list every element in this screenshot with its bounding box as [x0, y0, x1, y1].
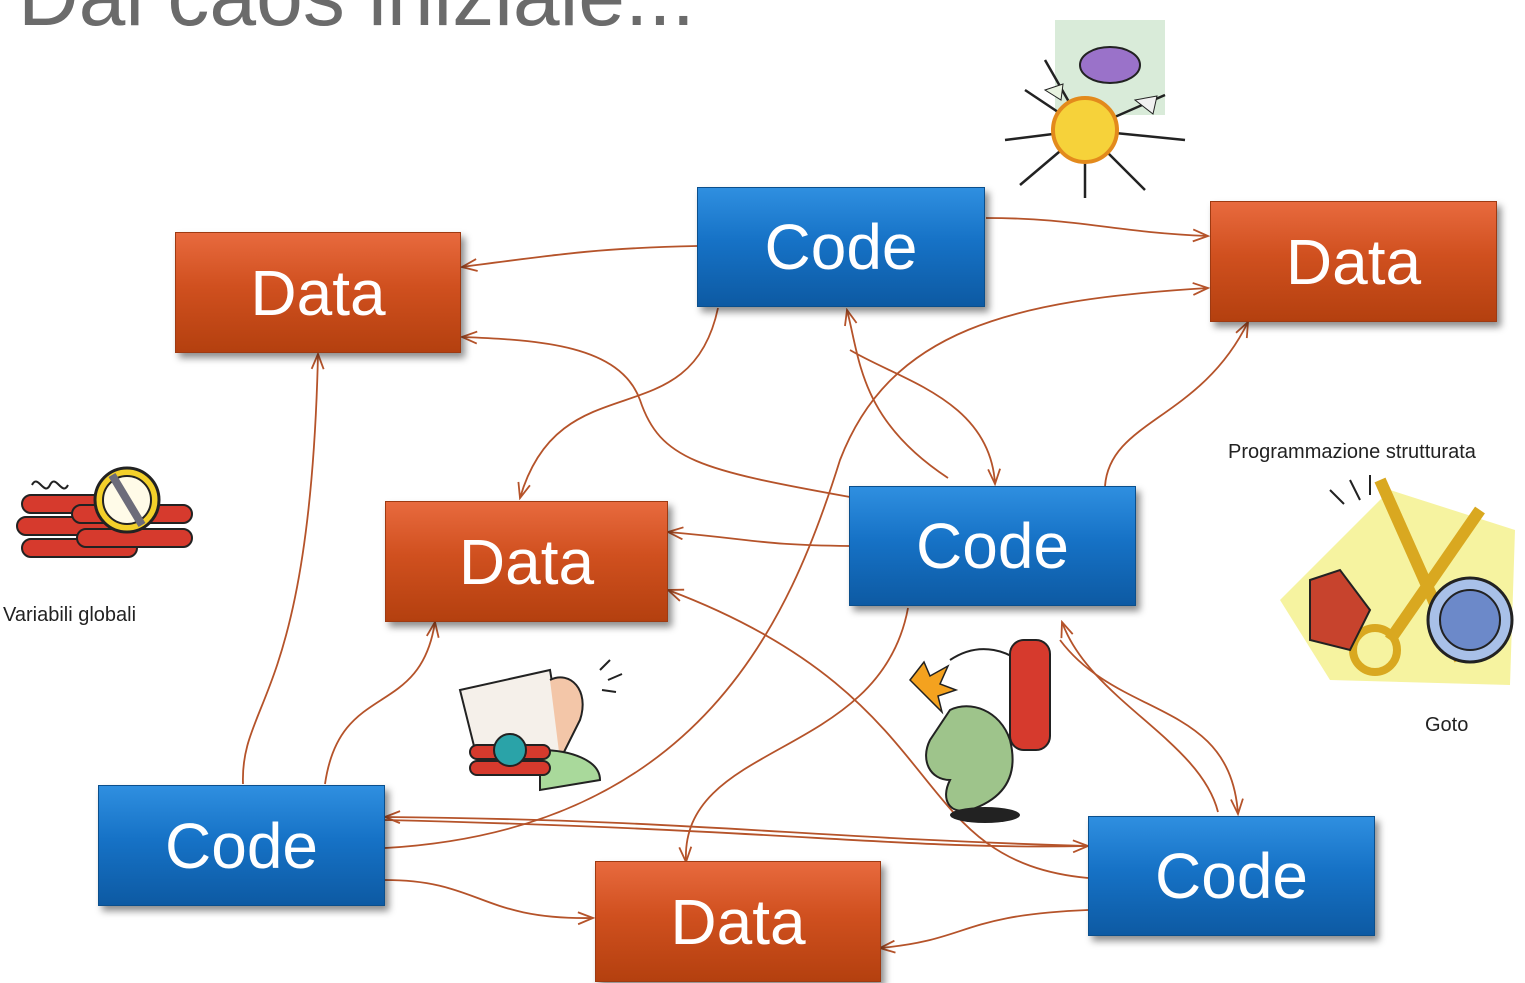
running-dynamite-icon	[909, 639, 1051, 823]
goto-caption: Goto	[1425, 714, 1469, 736]
arrow	[462, 337, 851, 498]
global-variables-caption: Variabili globali	[3, 604, 137, 626]
arrow	[1059, 639, 1238, 814]
arrow	[520, 307, 719, 498]
explosion-icon	[1004, 20, 1186, 198]
structured-programming-caption: Programmazione strutturata	[1228, 441, 1476, 463]
arrow	[462, 245, 698, 267]
data-box: Data	[385, 501, 668, 622]
newspaper-dynamite-icon	[458, 659, 623, 792]
code-box: Code	[1088, 816, 1375, 936]
arrow	[242, 354, 318, 785]
data-box: Data	[1210, 201, 1497, 322]
code-box: Code	[849, 486, 1136, 606]
dynamite-clock-icon	[16, 466, 193, 558]
arrow	[384, 288, 1208, 849]
arrow	[985, 217, 1208, 236]
arrow	[880, 909, 1089, 948]
code-box: Code	[697, 187, 985, 307]
data-box: Data	[595, 861, 881, 982]
arrow	[384, 819, 1088, 847]
arrow	[686, 607, 909, 862]
slide-title: Dal caos iniziale...	[18, 0, 695, 45]
arrow	[668, 532, 850, 547]
arrow	[1104, 322, 1248, 487]
code-box: Code	[98, 785, 385, 906]
arrow	[668, 590, 1089, 879]
arrow	[849, 349, 995, 484]
scissors-stopwatch-icon	[1280, 475, 1515, 685]
arrow	[847, 310, 949, 479]
arrow	[384, 879, 593, 918]
arrow	[1062, 622, 1219, 813]
arrow	[385, 817, 1089, 847]
data-box: Data	[175, 232, 461, 353]
arrow	[324, 622, 435, 785]
